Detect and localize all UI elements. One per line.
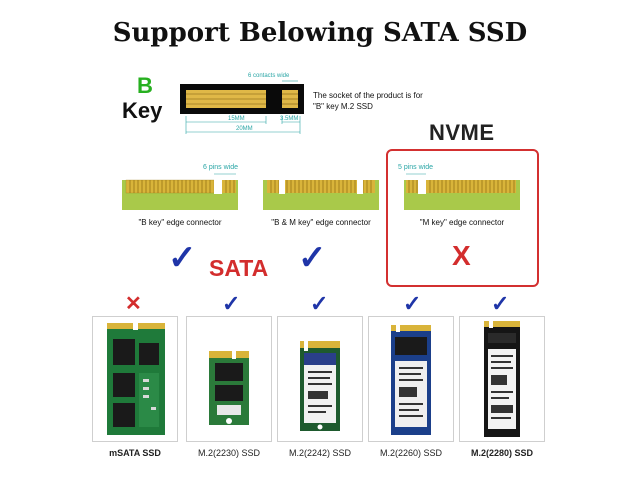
bm-key-connector-label: "B & M key" edge connector xyxy=(271,218,371,227)
bm-key-notch-right xyxy=(357,178,363,194)
nvme-highlight-box xyxy=(386,149,539,287)
sata-label: SATA xyxy=(209,255,269,281)
m2-2242-check-icon: ✓ xyxy=(310,291,329,316)
bkey-word: Key xyxy=(122,98,163,123)
m2-2230-check-icon: ✓ xyxy=(222,291,241,316)
dim-20mm: 20MM xyxy=(236,126,253,132)
m-key-connector-label: "M key" edge connector xyxy=(419,218,505,227)
connector-m-key xyxy=(404,173,520,210)
nvme-label: NVME xyxy=(429,120,495,145)
page-title: Support Belowing SATA SSD xyxy=(112,18,528,48)
m2-2242-card xyxy=(277,316,363,442)
m2-2242-label: M.2(2242) SSD xyxy=(288,448,352,458)
socket-desc-line2: "B" key M.2 SSD xyxy=(313,102,373,111)
msata-label: mSATA SSD xyxy=(109,448,161,458)
m2-2230-label: M.2(2230) SSD xyxy=(197,448,261,458)
dim-15mm: 15MM xyxy=(228,116,245,122)
nvme-cross-icon: X xyxy=(452,240,471,271)
m-key-pins-label: 5 pins wide xyxy=(398,164,434,171)
socket-diagram xyxy=(180,80,304,134)
b-key-connector-label: "B key" edge connector xyxy=(138,218,222,227)
connector-b-key xyxy=(122,173,238,210)
m2-2260-board xyxy=(391,323,431,435)
m2-2230-card xyxy=(186,316,272,442)
bkey-letter: B xyxy=(137,73,153,98)
m2-2260-check-icon: ✓ xyxy=(403,291,422,316)
socket-description: The socket of the product is for "B" key… xyxy=(313,90,453,112)
m2-2242-board xyxy=(300,341,340,431)
b-key-pins-label: 6 pins wide xyxy=(203,164,239,171)
m2-2260-card xyxy=(368,316,454,442)
socket-pins-left xyxy=(186,90,266,108)
m2-2260-label: M.2(2260) SSD xyxy=(379,448,443,458)
contacts-label: 6 contacts wide xyxy=(248,73,290,79)
m2-2280-board xyxy=(484,319,520,437)
msata-card xyxy=(92,316,178,442)
m-key-notch xyxy=(418,178,426,194)
sata-check-icon-right: ✓ xyxy=(298,239,327,277)
socket-desc-line1: The socket of the product is for xyxy=(313,91,423,100)
b-key-notch xyxy=(214,178,222,194)
connector-bm-key xyxy=(263,178,379,210)
m2-2230-board xyxy=(209,349,249,425)
m2-2280-check-icon: ✓ xyxy=(491,291,510,316)
m2-2280-card xyxy=(459,316,545,442)
socket-pins-right xyxy=(282,90,298,108)
dim-3-5mm: 3.5MM xyxy=(280,116,299,122)
msata-board xyxy=(107,321,165,435)
m2-2280-label: M.2(2280) SSD xyxy=(470,448,534,458)
msata-cross-icon: ✕ xyxy=(125,293,142,315)
bm-key-notch-left xyxy=(279,178,285,194)
sata-check-icon-left: ✓ xyxy=(168,239,197,277)
